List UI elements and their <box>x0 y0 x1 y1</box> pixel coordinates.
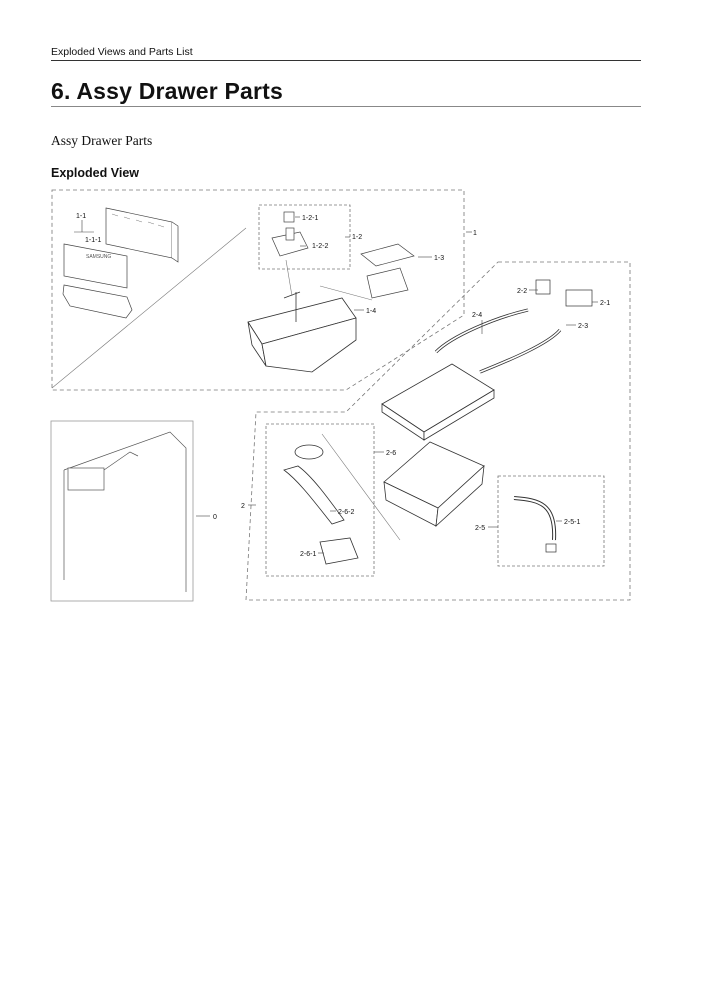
page-subtitle: Assy Drawer Parts <box>51 133 153 148</box>
callout-2-3: 2-3 <box>578 323 588 330</box>
callout-2-6: 2-6 <box>386 450 396 457</box>
part-machine-inset <box>63 431 187 592</box>
part-drawer-tub <box>383 441 485 528</box>
group-2-outline <box>245 261 631 601</box>
callout-2-4: 2-4 <box>472 312 482 319</box>
page-title: 6. Assy Drawer Parts <box>51 78 284 104</box>
group-1-outline <box>51 189 465 391</box>
panel-logo-text: SAMSUNG <box>86 254 111 260</box>
title-rule <box>51 106 641 107</box>
callout-1-1: 1-1 <box>76 213 86 220</box>
callout-2-2: 2-2 <box>517 288 527 295</box>
callout-2-6-2: 2-6-2 <box>338 509 354 516</box>
callout-0: 0 <box>213 514 217 521</box>
callout-1-4: 1-4 <box>366 308 376 315</box>
callout-2-1: 2-1 <box>600 300 610 307</box>
part-front-panel <box>62 207 179 319</box>
part-drain-pipe-2-5 <box>513 496 557 541</box>
running-header: Exploded Views and Parts List <box>51 46 193 58</box>
callout-1-2: 1-2 <box>352 234 362 241</box>
callout-2: 2 <box>241 503 245 510</box>
section-heading: Exploded View <box>51 166 139 180</box>
part-bellows-2-6 <box>283 444 359 565</box>
part-water-valves <box>535 279 593 307</box>
part-rinse-cap <box>271 211 309 257</box>
callout-1-2-1: 1-2-1 <box>302 215 318 222</box>
group-2-5-outline <box>497 475 605 567</box>
callout-1-1-1: 1-1-1 <box>85 237 101 244</box>
inset-machine-outline <box>50 420 194 602</box>
callout-2-5: 2-5 <box>475 525 485 532</box>
callout-2-5-1: 2-5-1 <box>564 519 580 526</box>
callout-1-2-2: 1-2-2 <box>312 243 328 250</box>
callout-1: 1 <box>473 230 477 237</box>
callout-1-3: 1-3 <box>434 255 444 262</box>
header-rule <box>51 60 641 61</box>
part-drawer-frame <box>247 291 357 373</box>
part-detergent-cup <box>360 243 415 299</box>
part-housing-plate <box>381 363 495 441</box>
callout-2-6-1: 2-6-1 <box>300 551 316 558</box>
